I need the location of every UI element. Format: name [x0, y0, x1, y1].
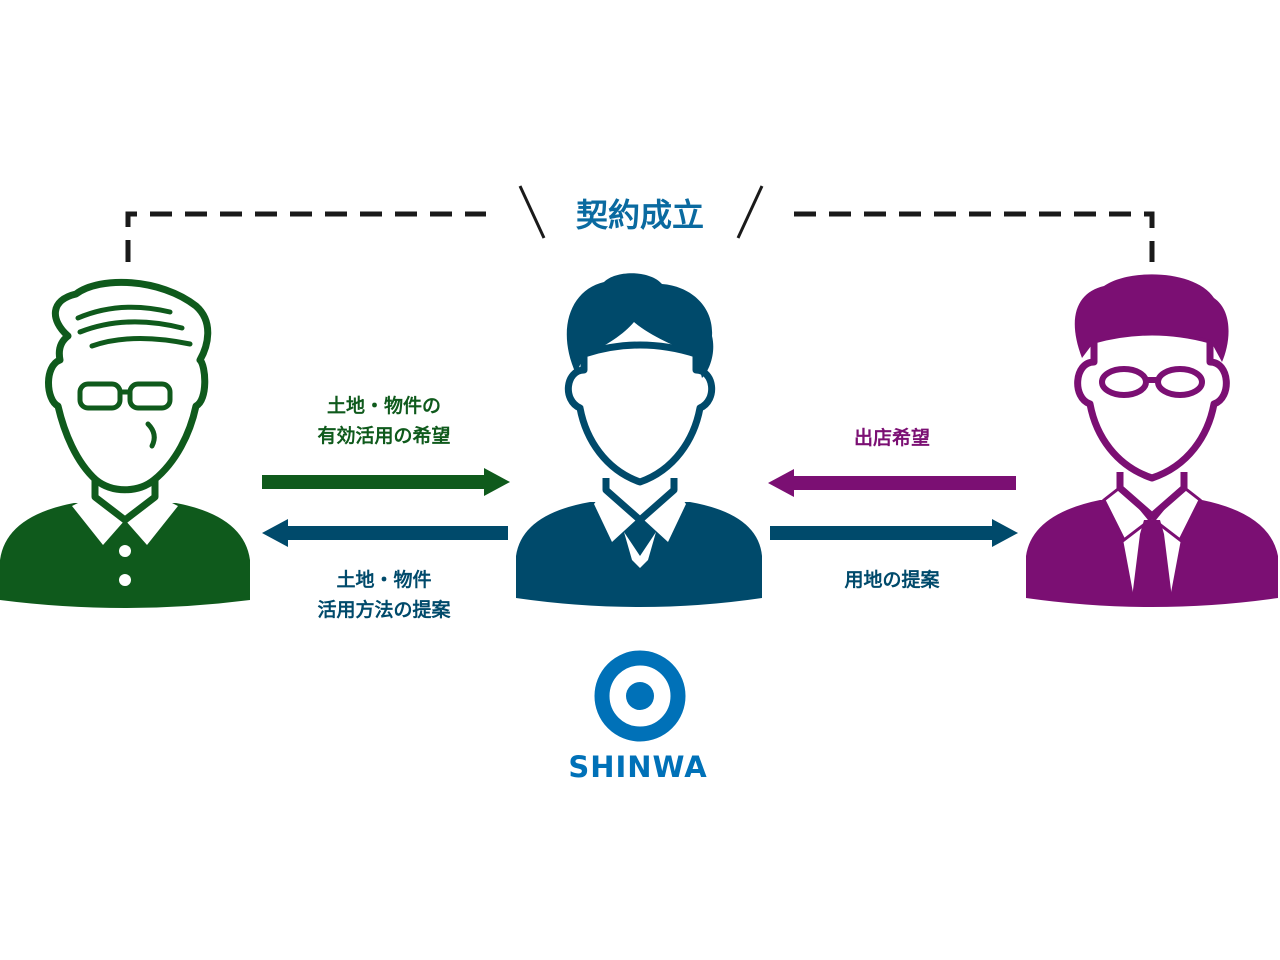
- owner-glasses-left: [77, 381, 123, 411]
- agent-to-tenant-arrow-head: [992, 519, 1018, 547]
- owner-hair-3: [89, 335, 193, 349]
- tenant-to-agent-arrow: [768, 469, 1016, 497]
- owner-glasses-right: [127, 381, 173, 411]
- agent-to-tenant-arrow-shaft: [770, 526, 996, 540]
- agent-to-owner-arrow-head: [262, 519, 288, 547]
- owner-collar-left: [72, 494, 125, 545]
- owner-collar-right: [125, 494, 178, 545]
- tenant-hair: [1074, 274, 1229, 362]
- businessman-agent-icon: [516, 273, 762, 607]
- businessman-tenant-with-glasses-icon: [1026, 274, 1278, 607]
- tenant-neck: [1116, 472, 1188, 520]
- tenant-request-label: 出店希望: [854, 426, 930, 449]
- shinwa-logo: SHINWA: [568, 650, 707, 784]
- owner-to-agent-arrow-head: [484, 468, 510, 496]
- agent-to-tenant-arrow: [770, 519, 1018, 547]
- tenant-face: [1074, 328, 1230, 482]
- owner-button-2: [119, 574, 131, 586]
- owner-hair-2: [77, 319, 185, 335]
- owner-to-agent-arrow-shaft: [262, 475, 488, 489]
- owner-button-1: [119, 545, 131, 557]
- logo-text: SHINWA: [568, 750, 707, 784]
- agent-to-owner-arrow-shaft: [284, 526, 508, 540]
- agent-proposal-to-owner-label-line2: 活用方法の提案: [317, 598, 451, 621]
- logo-ring-icon: [594, 650, 686, 742]
- elderly-owner-with-glasses-icon: [0, 278, 250, 608]
- agent-proposal-to-owner-label-line1: 土地・物件: [336, 568, 431, 591]
- contract-label: 契約成立: [576, 196, 704, 234]
- agent-to-owner-arrow: [262, 519, 508, 547]
- contract-bracket: 契約成立: [125, 185, 1155, 262]
- agent-neck: [602, 478, 678, 524]
- tenant-to-agent-arrow-shaft: [790, 476, 1016, 490]
- tenant-to-agent-arrow-head: [768, 469, 794, 497]
- contract-bracket-right-slash: [736, 185, 764, 239]
- tenant-tie: [1132, 520, 1172, 598]
- contract-dashed-line-left: [125, 211, 486, 262]
- owner-to-agent-arrow: [262, 468, 510, 496]
- agent-face: [564, 341, 716, 486]
- owner-request-label-line2: 有効活用の希望: [317, 424, 450, 447]
- owner-request-label-line1: 土地・物件の: [327, 394, 441, 417]
- owner-head: [45, 278, 212, 494]
- contract-bracket-left-slash: [518, 185, 546, 239]
- logo-dot-icon: [626, 682, 654, 710]
- agent-collar-right: [644, 488, 686, 542]
- owner-nose: [145, 421, 157, 449]
- agent-hair: [566, 273, 714, 378]
- agent-proposal-to-tenant-label: 用地の提案: [844, 568, 940, 591]
- agent-collar-left: [594, 488, 636, 542]
- contract-dashed-line-right: [794, 211, 1155, 262]
- owner-hair-1: [75, 304, 173, 321]
- agent-shirt-v: [624, 532, 656, 568]
